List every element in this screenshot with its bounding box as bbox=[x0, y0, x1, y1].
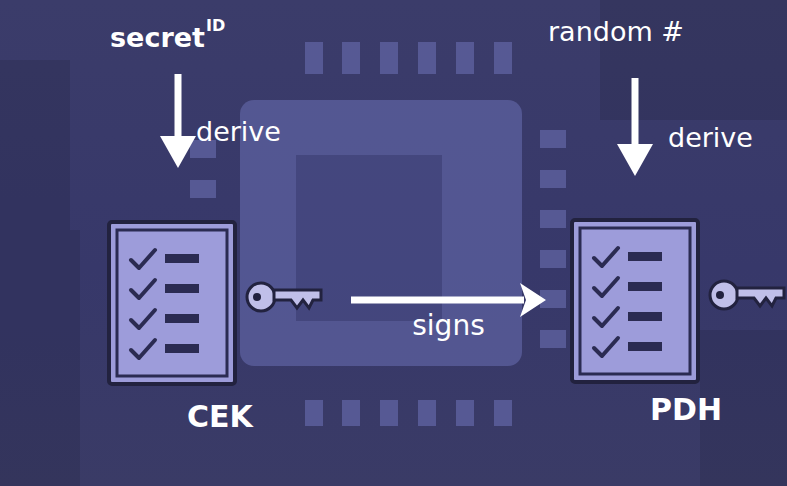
input-label: secret bbox=[110, 24, 205, 51]
document-key-icon bbox=[107, 220, 325, 390]
derive-arrows bbox=[160, 74, 653, 176]
document-key-icon bbox=[570, 218, 787, 388]
superscript-label: ID bbox=[206, 18, 225, 34]
arrow-label: derive bbox=[196, 118, 281, 145]
input-label: random # bbox=[548, 18, 684, 45]
arrow-label: derive bbox=[668, 124, 753, 151]
document-node: PDH bbox=[570, 218, 784, 432]
node-label: PDH bbox=[650, 395, 722, 425]
chip-icon bbox=[190, 42, 566, 426]
edge-label: signs bbox=[412, 312, 484, 340]
document-node: CEK bbox=[107, 220, 327, 442]
node-label: CEK bbox=[187, 402, 253, 432]
